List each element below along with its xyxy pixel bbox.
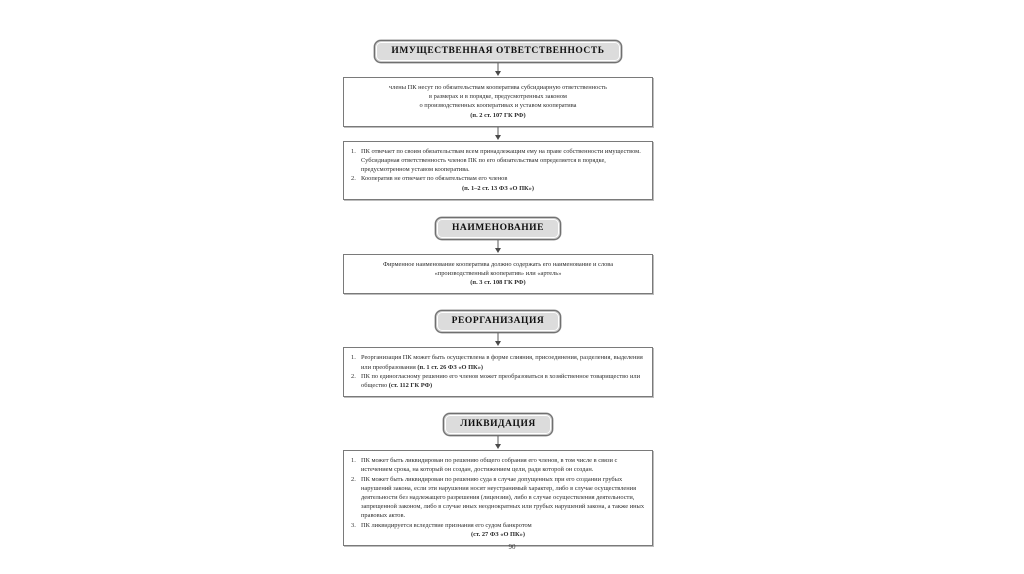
list-item-text: ПК отвечает по своим обязательствам всем… xyxy=(361,147,641,174)
section-spacer xyxy=(343,200,653,217)
list-item-text: Реорганизация ПК может быть осуществлена… xyxy=(361,354,643,371)
list-item: 2. ПК по единогласному решению его члено… xyxy=(351,372,645,390)
arrowhead-icon xyxy=(495,444,501,450)
section-heading-label: ЛИКВИДАЦИЯ xyxy=(445,415,551,435)
legal-citation: (п. 1–2 ст. 13 ФЗ «О ПК») xyxy=(461,184,535,192)
legal-citation: (п. 3 ст. 108 ГК РФ) xyxy=(470,279,526,287)
box-line: о производственных кооперативах и уставо… xyxy=(419,102,577,110)
list-item-text: ПК может быть ликвидирован по решению су… xyxy=(361,475,645,520)
connector-arrow xyxy=(343,126,653,141)
content-box: 1. Реорганизация ПК может быть осуществл… xyxy=(343,347,653,398)
content-box: 1. ПК отвечает по своим обязательствам в… xyxy=(343,140,653,200)
numbered-list: 1. ПК может быть ликвидирован по решению… xyxy=(351,456,645,530)
section-spacer xyxy=(343,397,653,413)
list-item-number: 2. xyxy=(351,475,356,483)
content-box: 1. ПК может быть ликвидирован по решению… xyxy=(343,450,653,547)
legal-citation: (п. 2 ст. 107 ГК РФ) xyxy=(470,111,526,119)
section-heading-name: НАИМЕНОВАНИЕ xyxy=(434,216,562,240)
content-box: члены ПК несут по обязательствам коопера… xyxy=(343,77,653,127)
list-item-text: ПК ликвидируется вследствие признания ег… xyxy=(361,521,532,529)
arrow-stem xyxy=(497,333,499,344)
arrowhead-icon xyxy=(495,247,501,253)
list-item: 2. ПК может быть ликвидирован по решению… xyxy=(351,475,645,521)
list-item-text: ПК по единогласному решению его членов м… xyxy=(361,372,640,390)
list-item-text: ПК может быть ликвидирован по решению об… xyxy=(361,457,618,474)
legal-citation-inline: (п. 1 ст. 26 ФЗ «О ПК») xyxy=(417,363,484,371)
list-item-number: 1. xyxy=(351,354,356,362)
arrowhead-icon xyxy=(495,71,501,76)
list-item-number: 1. xyxy=(351,457,356,465)
section-heading-label: ИМУЩЕСТВЕННАЯ ОТВЕТСТВЕННОСТЬ xyxy=(376,42,620,61)
box-line: члены ПК несут по обязательствам коопера… xyxy=(389,84,607,91)
section-heading-label: НАИМЕНОВАНИЕ xyxy=(436,218,560,238)
section-heading-property-liability: ИМУЩЕСТВЕННАЯ ОТВЕТСТВЕННОСТЬ xyxy=(374,40,622,63)
section-heading-reorganization: РЕОРГАНИЗАЦИЯ xyxy=(434,310,562,334)
numbered-list: 1. ПК отвечает по своим обязательствам в… xyxy=(351,147,645,184)
list-item: 1. ПК может быть ликвидирован по решению… xyxy=(351,456,645,474)
arrow-stem xyxy=(497,63,499,73)
list-item-number: 3. xyxy=(351,521,356,529)
box-line: Фирменное наименование кооператива должн… xyxy=(382,260,614,268)
legal-citation: (ст. 27 ФЗ «О ПК») xyxy=(471,530,525,538)
arrow-stem xyxy=(497,239,499,250)
page-number: 90 xyxy=(508,543,516,551)
list-item-number: 2. xyxy=(351,175,356,183)
legal-citation-inline: (ст. 112 ГК РФ) xyxy=(388,382,433,390)
list-item: 1. ПК отвечает по своим обязательствам в… xyxy=(351,147,645,175)
numbered-list: 1. Реорганизация ПК может быть осуществл… xyxy=(351,353,645,390)
list-item-text: Кооператив не отвечает по обязательствам… xyxy=(361,175,508,183)
section-spacer xyxy=(343,294,653,310)
arrowhead-icon xyxy=(495,134,501,140)
list-item-number: 1. xyxy=(351,147,356,155)
section-heading-label: РЕОРГАНИЗАЦИЯ xyxy=(436,312,560,332)
connector-arrow xyxy=(343,436,653,450)
connector-arrow xyxy=(343,239,653,254)
box-line: в размерах и в порядке, предусмотренных … xyxy=(429,93,567,101)
section-heading-liquidation: ЛИКВИДАЦИЯ xyxy=(443,413,553,437)
connector-arrow xyxy=(343,333,653,347)
arrow-stem xyxy=(497,126,499,137)
box-line: «производственный кооператив» или «артел… xyxy=(434,270,562,278)
arrowhead-icon xyxy=(495,341,501,347)
arrow-stem xyxy=(497,436,499,447)
list-item-number: 2. xyxy=(351,372,356,380)
list-item: 1. Реорганизация ПК может быть осуществл… xyxy=(351,353,645,371)
connector-arrow xyxy=(343,63,653,77)
list-item: 2. Кооператив не отвечает по обязательст… xyxy=(351,174,645,183)
list-item: 3. ПК ликвидируется вследствие признания… xyxy=(351,521,645,530)
content-box: Фирменное наименование кооператива должн… xyxy=(343,253,653,295)
flowchart: ИМУЩЕСТВЕННАЯ ОТВЕТСТВЕННОСТЬ члены ПК н… xyxy=(343,40,653,547)
